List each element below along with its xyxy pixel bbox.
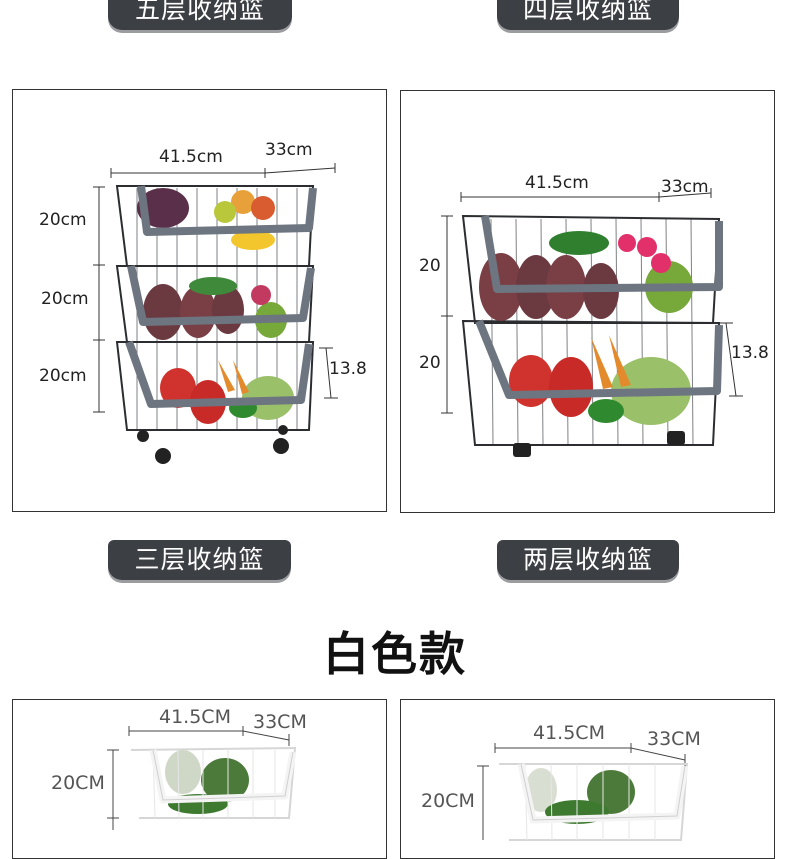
product-panel-three-tier-black: 41.5cm 33cm 20cm 20cm 20cm 13.8 <box>12 89 387 512</box>
product-panel-three-tier-white: 41.5CM 33CM 20CM <box>12 699 387 859</box>
basket-illustration <box>441 188 743 457</box>
dimension-depth: 33CM <box>647 728 701 750</box>
dimension-tier-height: 20CM <box>51 772 105 794</box>
dimension-depth: 33cm <box>265 140 313 160</box>
section-title-white-style: 白色款 <box>323 627 467 681</box>
basket-illustration <box>477 743 689 841</box>
dimension-width: 41.5cm <box>525 173 589 193</box>
banner-three-tier: 三层收纳篮 <box>108 540 291 580</box>
banner-two-tier: 两层收纳篮 <box>497 540 679 580</box>
product-panel-two-tier-black: 41.5cm 33cm 20 20 13.8 <box>400 90 775 513</box>
banner-five-tier: 五层收纳篮 <box>108 0 292 30</box>
basket-illustration <box>107 726 297 830</box>
dimension-tier-height: 20CM <box>421 790 475 812</box>
dimension-width: 41.5cm <box>159 147 223 167</box>
dimension-depth: 33cm <box>661 177 709 197</box>
dimension-tier-height-3: 20cm <box>39 366 87 386</box>
dimension-depth: 33CM <box>253 711 307 733</box>
dimension-tier-height-2: 20cm <box>41 289 89 309</box>
dimension-wheel-height: 13.8 <box>731 343 769 363</box>
product-panel-two-tier-white: 41.5CM 33CM 20CM <box>400 699 775 859</box>
dimension-wheel-height: 13.8 <box>329 359 367 379</box>
dimension-tier-height-2: 20 <box>419 353 441 373</box>
dimension-tier-height-1: 20cm <box>39 210 87 230</box>
dimension-width: 41.5CM <box>533 722 605 744</box>
dimension-width: 41.5CM <box>159 706 231 728</box>
basket-illustration <box>93 163 338 464</box>
dimension-tier-height-1: 20 <box>419 256 441 276</box>
banner-four-tier: 四层收纳篮 <box>497 0 679 30</box>
